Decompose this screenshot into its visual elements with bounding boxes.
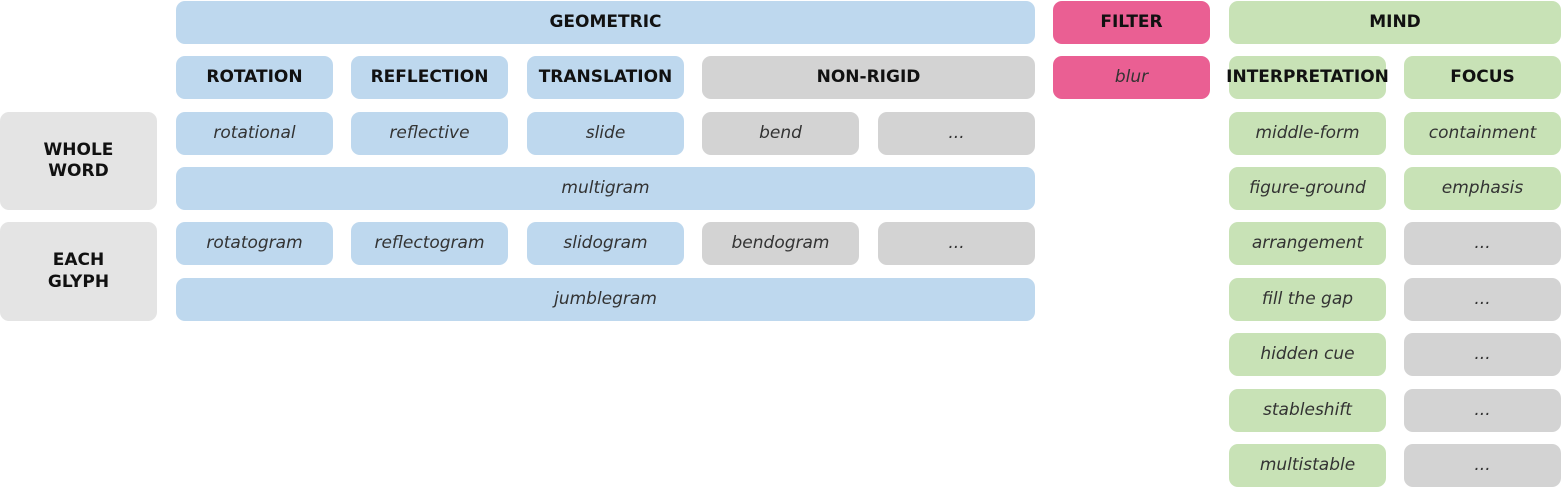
focus-item-more: ... — [1404, 278, 1561, 321]
interpretation-item: stableshift — [1229, 389, 1386, 432]
subheader-translation: TRANSLATION — [527, 56, 684, 99]
interpretation-item: fill the gap — [1229, 278, 1386, 321]
cell-whole-word-more: ... — [878, 112, 1035, 155]
cell-reflectogram: reflectogram — [351, 222, 508, 265]
focus-item-more: ... — [1404, 444, 1561, 487]
cell-slidogram: slidogram — [527, 222, 684, 265]
focus-item-more: ... — [1404, 222, 1561, 265]
interpretation-item: arrangement — [1229, 222, 1386, 265]
row-label-whole-word-line2: WORD — [48, 161, 109, 181]
row-label-whole-word-line1: WHOLE — [43, 139, 114, 160]
focus-item: emphasis — [1404, 167, 1561, 210]
interpretation-item: hidden cue — [1229, 333, 1386, 376]
cell-bendogram: bendogram — [702, 222, 859, 265]
cell-rotational: rotational — [176, 112, 333, 155]
subheader-rotation: ROTATION — [176, 56, 333, 99]
interpretation-item: multistable — [1229, 444, 1386, 487]
interpretation-item: middle-form — [1229, 112, 1386, 155]
cell-rotatogram: rotatogram — [176, 222, 333, 265]
row-label-whole-word: WHOLE WORD — [0, 112, 157, 210]
subheader-non-rigid: NON-RIGID — [702, 56, 1035, 99]
header-mind: MIND — [1229, 1, 1561, 44]
cell-each-glyph-more: ... — [878, 222, 1035, 265]
header-filter: FILTER — [1053, 1, 1210, 44]
row-label-each-glyph-line1: EACH — [52, 250, 105, 271]
focus-item-more: ... — [1404, 333, 1561, 376]
subheader-focus: FOCUS — [1404, 56, 1561, 99]
header-geometric: GEOMETRIC — [176, 1, 1035, 44]
row-label-each-glyph-line2: GLYPH — [47, 271, 110, 292]
focus-item: containment — [1404, 112, 1561, 155]
row-label-each-glyph: EACH GLYPH — [0, 222, 157, 321]
interpretation-item: figure-ground — [1229, 167, 1386, 210]
filter-blur: blur — [1053, 56, 1210, 99]
focus-item-more: ... — [1404, 389, 1561, 432]
cell-bend: bend — [702, 112, 859, 155]
cell-multigram: multigram — [176, 167, 1035, 210]
cell-jumblegram: jumblegram — [176, 278, 1035, 321]
subheader-reflection: REFLECTION — [351, 56, 508, 99]
subheader-interpretation: INTERPRETATION — [1226, 56, 1389, 99]
cell-slide: slide — [527, 112, 684, 155]
cell-reflective: reflective — [351, 112, 508, 155]
